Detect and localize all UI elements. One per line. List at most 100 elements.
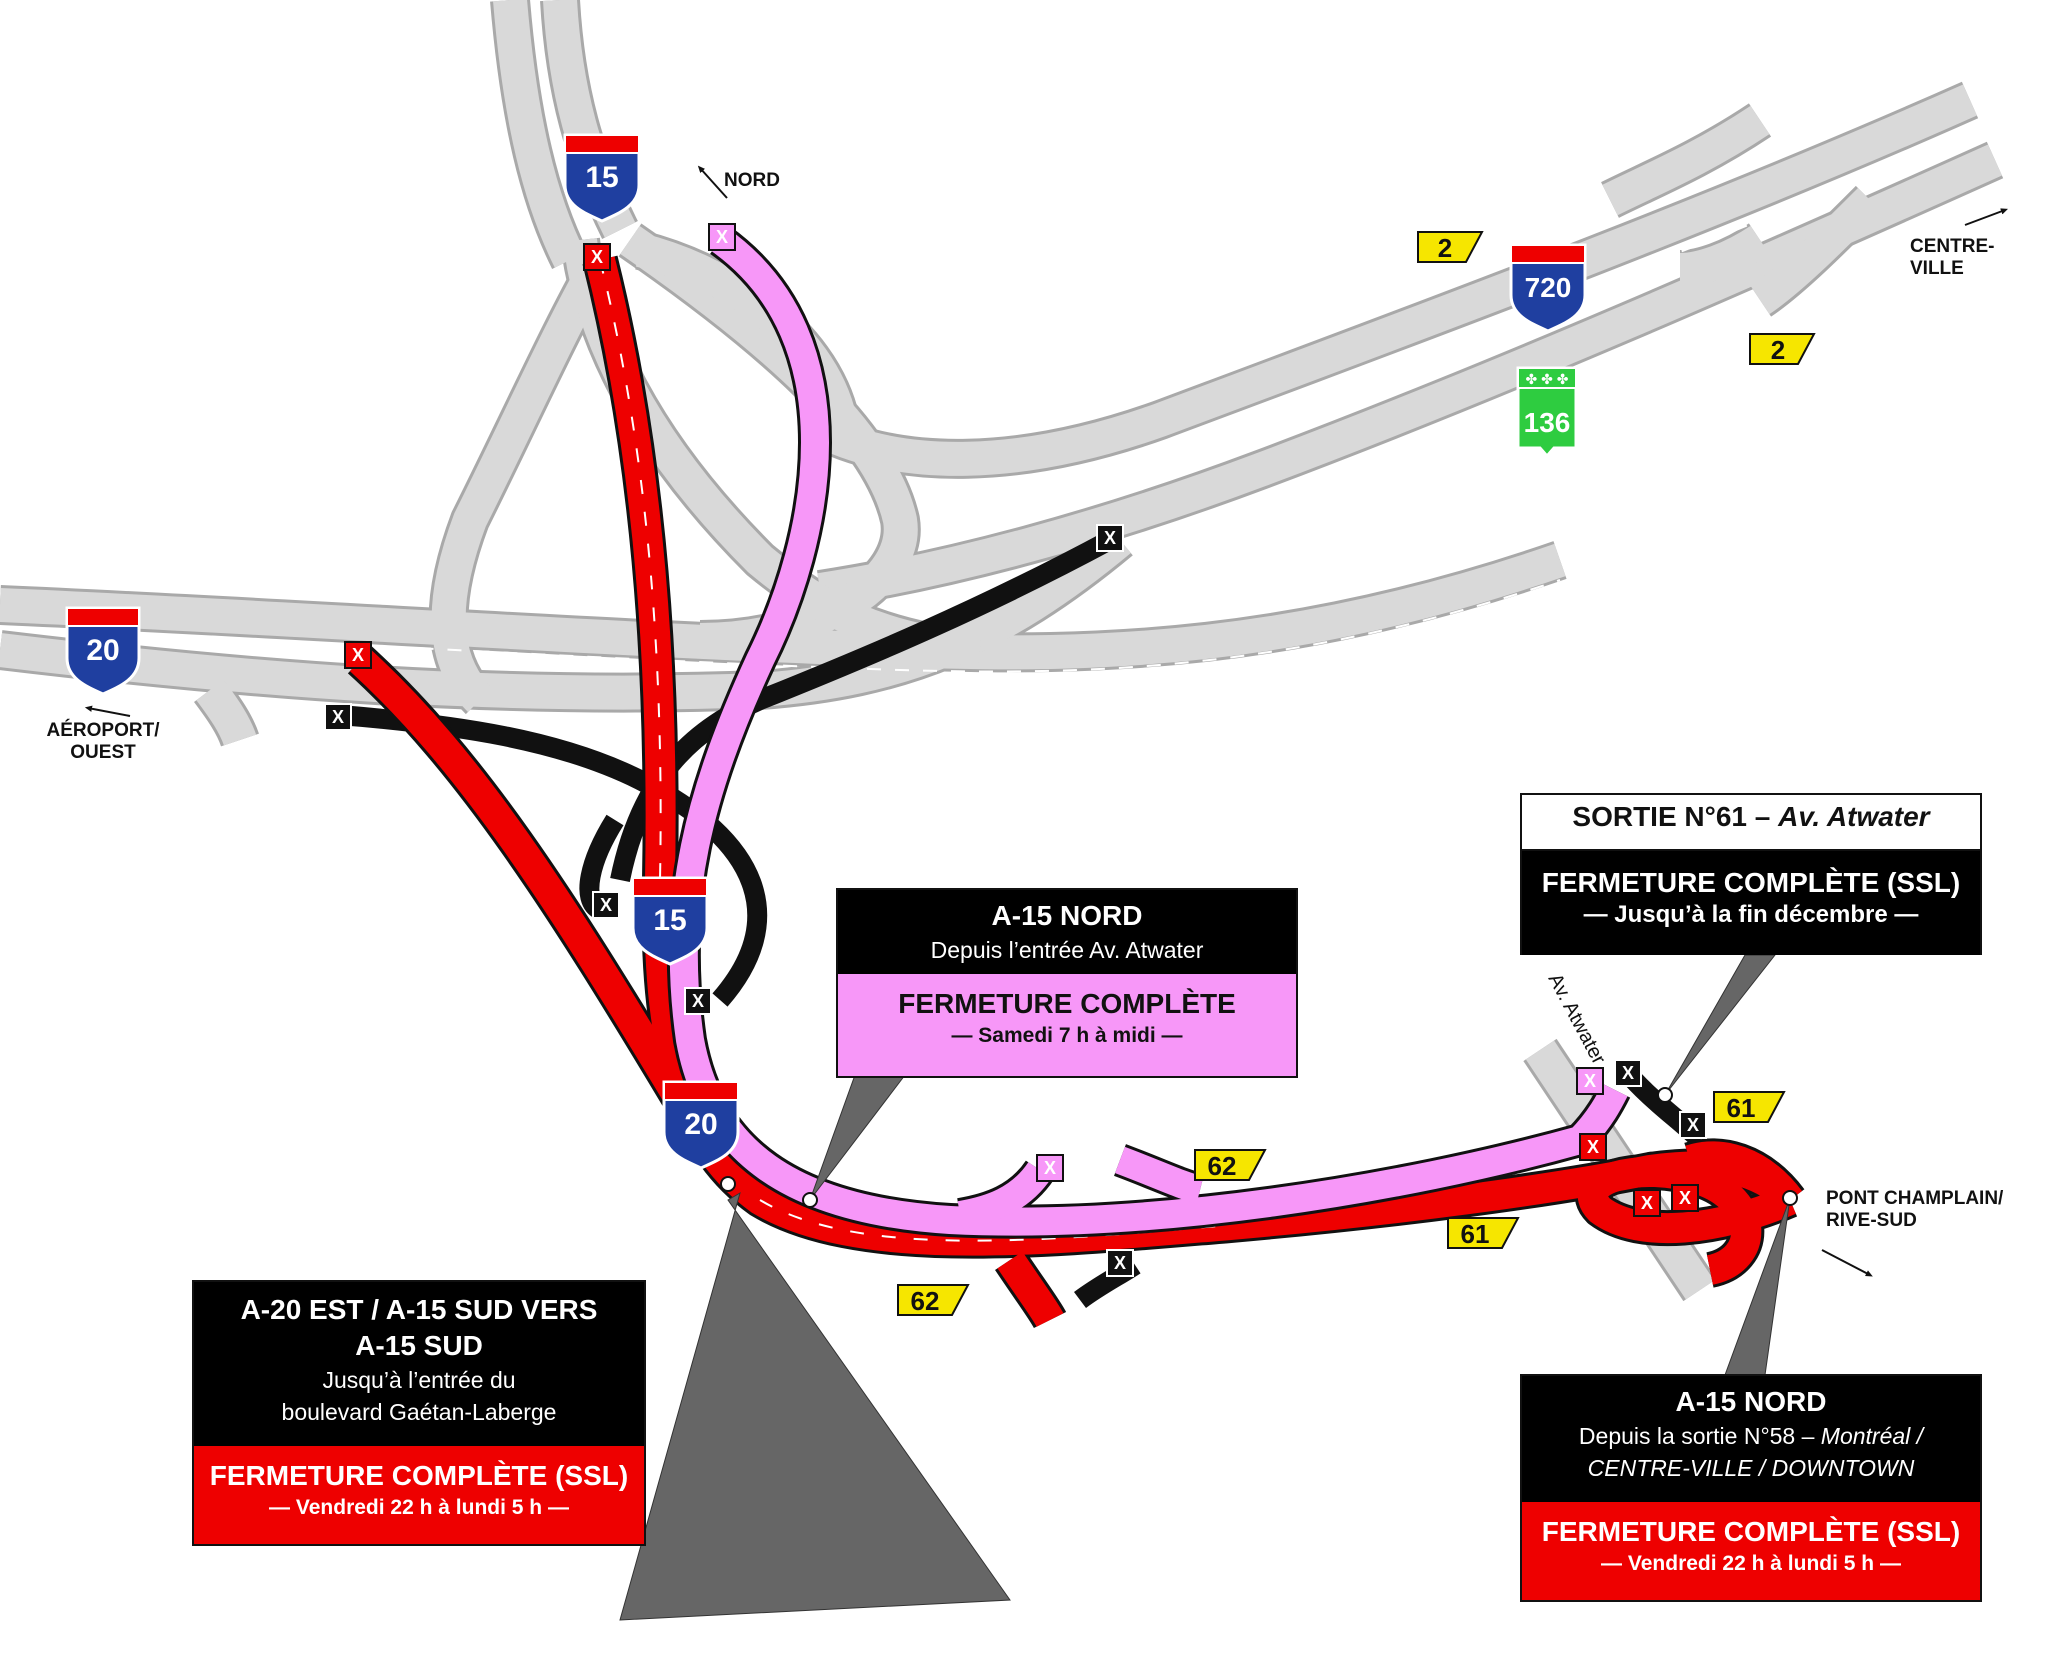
svg-text:X: X bbox=[1641, 1193, 1653, 1213]
svg-text:720: 720 bbox=[1525, 272, 1572, 303]
panel-a20-est-from1: Jusqu’à l’entrée du bbox=[322, 1367, 516, 1393]
svg-text:X: X bbox=[1622, 1063, 1634, 1083]
red-x-icon: X bbox=[1671, 1184, 1699, 1212]
panel-a20-est-period: — Vendredi 22 h à lundi 5 h — bbox=[269, 1496, 569, 1519]
black-x-icon: X bbox=[592, 891, 620, 919]
black-x-icon: X bbox=[324, 703, 352, 731]
panel-a15-nord-red: A-15 NORD Depuis la sortie N°58 – Montré… bbox=[1520, 1374, 1982, 1602]
direction-aeroport-line2: OUEST bbox=[70, 742, 136, 763]
panel-atwater-exit-closure: FERMETURE COMPLÈTE (SSL) bbox=[1541, 867, 1961, 898]
svg-text:X: X bbox=[716, 227, 728, 247]
svg-text:20: 20 bbox=[684, 1108, 717, 1141]
panel-a15-nord-red-period: — Vendredi 22 h à lundi 5 h — bbox=[1601, 1552, 1901, 1575]
direction-nord: NORD bbox=[724, 170, 780, 191]
svg-text:136: 136 bbox=[1524, 407, 1571, 438]
direction-pont-line2: RIVE-SUD bbox=[1826, 1210, 1917, 1231]
svg-text:61: 61 bbox=[1461, 1219, 1490, 1249]
panel-a20-est-title2: A-15 SUD bbox=[355, 1330, 483, 1361]
panel-a15-nord-red-body: FERMETURE COMPLÈTE (SSL) — Vendredi 22 h… bbox=[1522, 1502, 1980, 1600]
direction-pont-line1: PONT CHAMPLAIN/ bbox=[1826, 1188, 2004, 1209]
panel-atwater-exit-title-italic: Av. Atwater bbox=[1778, 801, 1930, 832]
shield-a20-mid-icon: 20 bbox=[662, 1080, 740, 1170]
black-x-icon: X bbox=[1679, 1111, 1707, 1139]
exit-2-right-icon: 2 bbox=[1749, 333, 1816, 365]
panel-atwater-exit-body: FERMETURE COMPLÈTE (SSL) — Jusqu’à la fi… bbox=[1522, 851, 1980, 955]
panel-a15-nord-red-closure: FERMETURE COMPLÈTE (SSL) bbox=[1541, 1516, 1961, 1547]
svg-text:62: 62 bbox=[1208, 1151, 1237, 1181]
svg-text:X: X bbox=[1104, 528, 1116, 548]
exit-tabs: 2 2 62 62 61 61 bbox=[897, 231, 1816, 1316]
panel-a20-est-closure: FERMETURE COMPLÈTE (SSL) bbox=[209, 1460, 629, 1491]
panel-a15-nord-red-from1-italic: Montréal / bbox=[1820, 1423, 1924, 1449]
callout-pointers bbox=[619, 954, 1791, 1621]
shield-a20-left-icon: 20 bbox=[65, 606, 141, 696]
panel-a15-nord-pink-from: Depuis l’entrée Av. Atwater bbox=[930, 937, 1204, 963]
panel-a15-nord-red-from1-prefix: Depuis la sortie N°58 – bbox=[1578, 1423, 1821, 1449]
closure-markers: X X X X X X X X X X X X X X X bbox=[324, 223, 1707, 1277]
svg-text:62: 62 bbox=[911, 1286, 940, 1316]
svg-text:X: X bbox=[1584, 1071, 1596, 1091]
black-x-icon: X bbox=[1106, 1249, 1134, 1277]
svg-text:X: X bbox=[352, 645, 364, 665]
panel-a15-nord-pink-body: FERMETURE COMPLÈTE — Samedi 7 h à midi — bbox=[838, 974, 1296, 1076]
direction-arrows bbox=[84, 165, 2008, 1277]
svg-text:X: X bbox=[1044, 1158, 1056, 1178]
svg-text:2: 2 bbox=[1438, 233, 1452, 263]
panel-a20-est-title1: A-20 EST / A-15 SUD VERS bbox=[240, 1294, 598, 1325]
panel-a15-nord-red-head: A-15 NORD Depuis la sortie N°58 – Montré… bbox=[1522, 1376, 1980, 1502]
callout-dots bbox=[720, 1087, 1798, 1208]
svg-text:X: X bbox=[1114, 1253, 1126, 1273]
black-x-icon: X bbox=[684, 987, 712, 1015]
svg-text:✤ ✤ ✤: ✤ ✤ ✤ bbox=[1526, 371, 1569, 387]
panel-a15-nord-red-title: A-15 NORD bbox=[1675, 1386, 1827, 1417]
exit-61-right-icon: 61 bbox=[1713, 1091, 1786, 1123]
shield-route-136-icon: ✤ ✤ ✤ 136 bbox=[1516, 366, 1578, 459]
exit-61-lower-icon: 61 bbox=[1447, 1217, 1520, 1249]
svg-text:X: X bbox=[1587, 1137, 1599, 1157]
svg-text:61: 61 bbox=[1727, 1093, 1756, 1123]
red-x-icon: X bbox=[583, 243, 611, 271]
red-x-icon: X bbox=[344, 641, 372, 669]
panel-a15-nord-pink-period: — Samedi 7 h à midi — bbox=[951, 1024, 1183, 1047]
svg-text:X: X bbox=[332, 707, 344, 727]
svg-text:20: 20 bbox=[86, 634, 119, 667]
exit-62-lower-icon: 62 bbox=[897, 1284, 970, 1316]
exit-62-upper-icon: 62 bbox=[1194, 1149, 1267, 1181]
shield-a15-top-icon: 15 bbox=[563, 133, 641, 223]
panel-a15-nord-pink-head: A-15 NORD Depuis l’entrée Av. Atwater bbox=[838, 890, 1296, 974]
direction-aeroport-line1: AÉROPORT/ bbox=[46, 720, 160, 741]
black-x-icon: X bbox=[1614, 1059, 1642, 1087]
red-x-icon: X bbox=[1633, 1189, 1661, 1217]
panel-a20-est-from2: boulevard Gaétan-Laberge bbox=[281, 1399, 557, 1425]
panel-a15-nord-pink-closure: FERMETURE COMPLÈTE bbox=[898, 988, 1236, 1019]
panel-atwater-exit: SORTIE N°61 – Av. Atwater FERMETURE COMP… bbox=[1520, 793, 1982, 955]
svg-text:X: X bbox=[1687, 1115, 1699, 1135]
svg-text:X: X bbox=[600, 895, 612, 915]
svg-text:2: 2 bbox=[1771, 335, 1785, 365]
pink-x-icon: X bbox=[1036, 1154, 1064, 1182]
pink-x-icon: X bbox=[1576, 1067, 1604, 1095]
svg-text:X: X bbox=[1679, 1188, 1691, 1208]
svg-text:15: 15 bbox=[585, 161, 618, 194]
panel-atwater-exit-title: SORTIE N°61 – Av. Atwater bbox=[1522, 795, 1980, 851]
panel-a15-nord-pink: A-15 NORD Depuis l’entrée Av. Atwater FE… bbox=[836, 888, 1298, 1078]
svg-text:15: 15 bbox=[653, 904, 686, 937]
direction-centre-ville: CENTRE-VILLE bbox=[1910, 236, 1995, 279]
black-x-icon: X bbox=[1096, 524, 1124, 552]
direction-pont-champlain: PONT CHAMPLAIN/ RIVE-SUD bbox=[1826, 1188, 2003, 1232]
closed-red-routes bbox=[347, 255, 1805, 1329]
gray-roads bbox=[0, 0, 2004, 1302]
direction-aeroport: AÉROPORT/ OUEST bbox=[38, 720, 168, 764]
red-x-icon: X bbox=[1579, 1133, 1607, 1161]
shield-a720-icon: 720 bbox=[1509, 243, 1587, 333]
svg-text:X: X bbox=[692, 991, 704, 1011]
pink-x-icon: X bbox=[708, 223, 736, 251]
exit-2-top-icon: 2 bbox=[1417, 231, 1484, 263]
svg-text:X: X bbox=[591, 247, 603, 267]
panel-atwater-exit-title-prefix: SORTIE N°61 – bbox=[1572, 801, 1779, 832]
panel-a20-est-body: FERMETURE COMPLÈTE (SSL) — Vendredi 22 h… bbox=[194, 1446, 644, 1544]
panel-a15-nord-red-from2: CENTRE-VILLE / DOWNTOWN bbox=[1587, 1455, 1915, 1481]
panel-a20-est-head: A-20 EST / A-15 SUD VERS A-15 SUD Jusqu’… bbox=[194, 1282, 644, 1446]
shield-a15-mid-icon: 15 bbox=[631, 876, 709, 966]
